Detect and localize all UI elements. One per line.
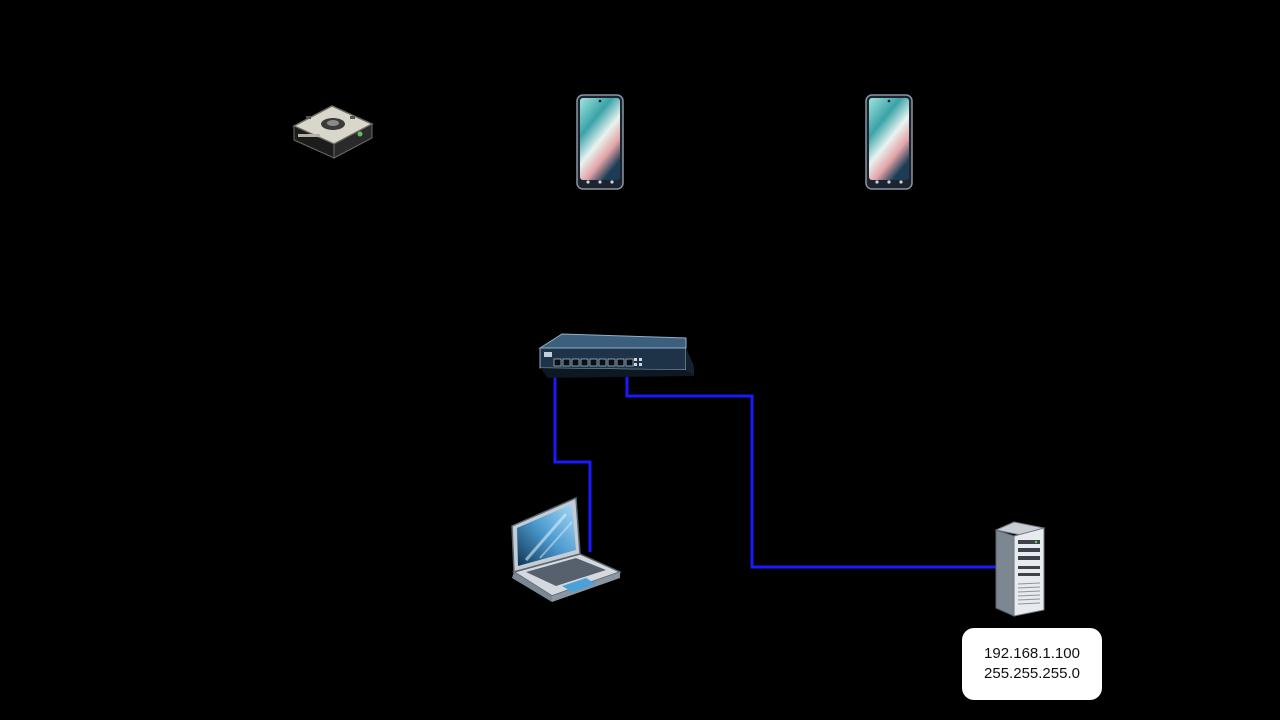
laptop-device[interactable] xyxy=(506,496,624,608)
server-subnet-mask: 255.255.255.0 xyxy=(984,665,1080,682)
phone-device-1[interactable] xyxy=(576,94,624,190)
server-tower-icon xyxy=(994,521,1046,617)
server-ip-label: 192.168.1.100 255.255.255.0 xyxy=(962,628,1102,700)
smartphone-icon xyxy=(576,94,624,190)
laptop-icon xyxy=(511,496,623,602)
router-device[interactable] xyxy=(290,100,376,162)
smartphone-icon xyxy=(865,94,913,190)
server-device[interactable] xyxy=(992,520,1048,618)
phone-device-2[interactable] xyxy=(865,94,913,190)
network-switch-icon xyxy=(538,333,694,378)
server-ip-address: 192.168.1.100 xyxy=(984,645,1080,662)
network-switch-device[interactable] xyxy=(536,332,698,386)
router-icon xyxy=(292,105,374,159)
cable-switch-to-server xyxy=(625,372,996,569)
